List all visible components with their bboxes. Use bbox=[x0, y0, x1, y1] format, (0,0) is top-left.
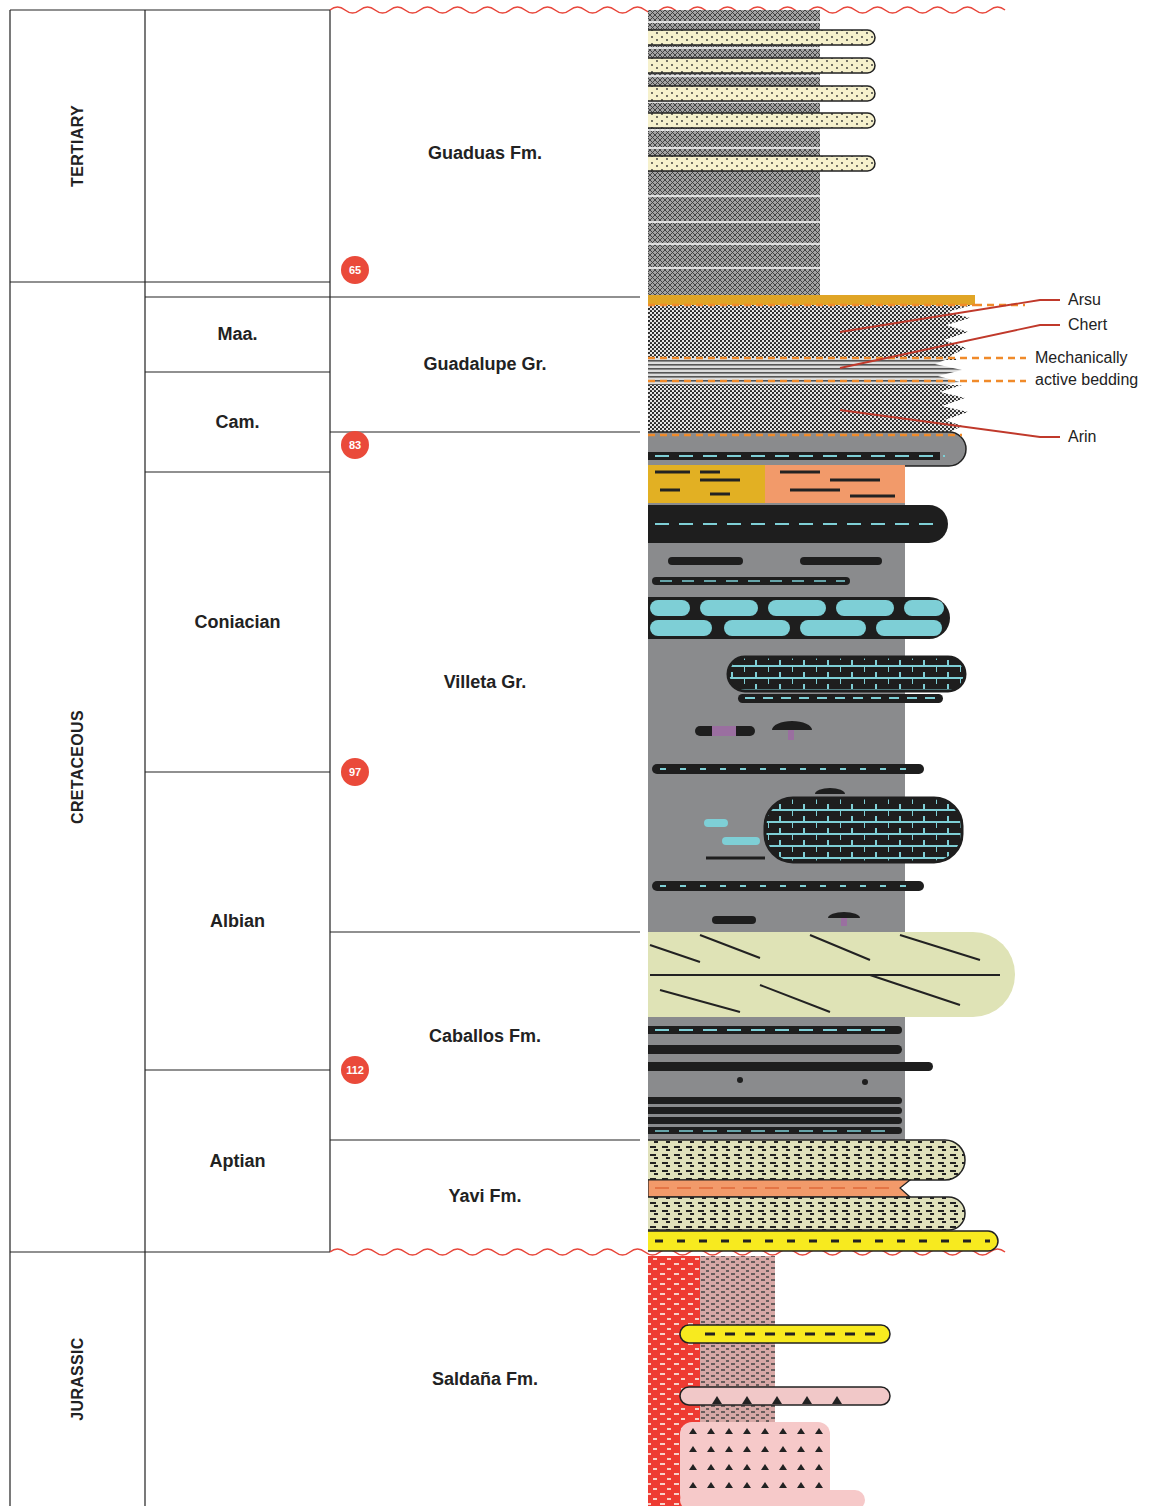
formation-cell: Saldaña Fm. bbox=[330, 1252, 640, 1506]
age-number: 112 bbox=[346, 1064, 364, 1076]
callout-label: Arsu bbox=[1068, 289, 1101, 311]
stage-name: Albian bbox=[210, 911, 265, 932]
stage-cell: Albian bbox=[145, 772, 330, 1070]
formation-cell: Guaduas Fm. bbox=[330, 10, 640, 297]
age-circle: 97 bbox=[341, 758, 369, 786]
era-cell: JURASSIC bbox=[10, 1252, 145, 1506]
formation-name: Villeta Gr. bbox=[444, 672, 527, 693]
stage-cell: Maa. bbox=[145, 297, 330, 372]
era-cell: TERTIARY bbox=[10, 10, 145, 282]
callout-leaders bbox=[648, 300, 1060, 437]
era-name: TERTIARY bbox=[69, 105, 87, 187]
callout-label: Chert bbox=[1068, 314, 1107, 336]
age-circle: 112 bbox=[341, 1056, 369, 1084]
stage-name: Maa. bbox=[217, 324, 257, 345]
age-number: 83 bbox=[349, 439, 361, 451]
stage-name: Aptian bbox=[210, 1151, 266, 1172]
age-circle: 83 bbox=[341, 431, 369, 459]
callout-label: Arin bbox=[1068, 426, 1096, 448]
stage-cell: Coniacian bbox=[145, 472, 330, 772]
formation-name: Caballos Fm. bbox=[429, 1026, 541, 1047]
formation-name: Guaduas Fm. bbox=[428, 143, 542, 164]
formation-name: Guadalupe Gr. bbox=[423, 354, 546, 375]
stage-cell: Aptian bbox=[145, 1070, 330, 1252]
stage-name: Coniacian bbox=[194, 612, 280, 633]
stage-name: Cam. bbox=[215, 412, 259, 433]
callout-label: Mechanically active bedding bbox=[1035, 347, 1165, 391]
era-name: JURASSIC bbox=[69, 1337, 87, 1420]
table-grid bbox=[10, 10, 640, 1506]
lithology bbox=[648, 10, 1015, 1506]
formation-cell: Villeta Gr. bbox=[330, 432, 640, 932]
era-cell: CRETACEOUS bbox=[10, 282, 145, 1252]
formation-cell: Yavi Fm. bbox=[330, 1140, 640, 1252]
age-number: 97 bbox=[349, 766, 361, 778]
stage-cell: Cam. bbox=[145, 372, 330, 472]
age-number: 65 bbox=[349, 264, 361, 276]
age-circle: 65 bbox=[341, 256, 369, 284]
formation-cell: Guadalupe Gr. bbox=[330, 297, 640, 432]
formation-name: Saldaña Fm. bbox=[432, 1369, 538, 1390]
formation-cell: Caballos Fm. bbox=[330, 932, 640, 1140]
formation-name: Yavi Fm. bbox=[448, 1186, 521, 1207]
unconformity bbox=[330, 7, 1005, 1255]
era-name: CRETACEOUS bbox=[68, 710, 86, 824]
